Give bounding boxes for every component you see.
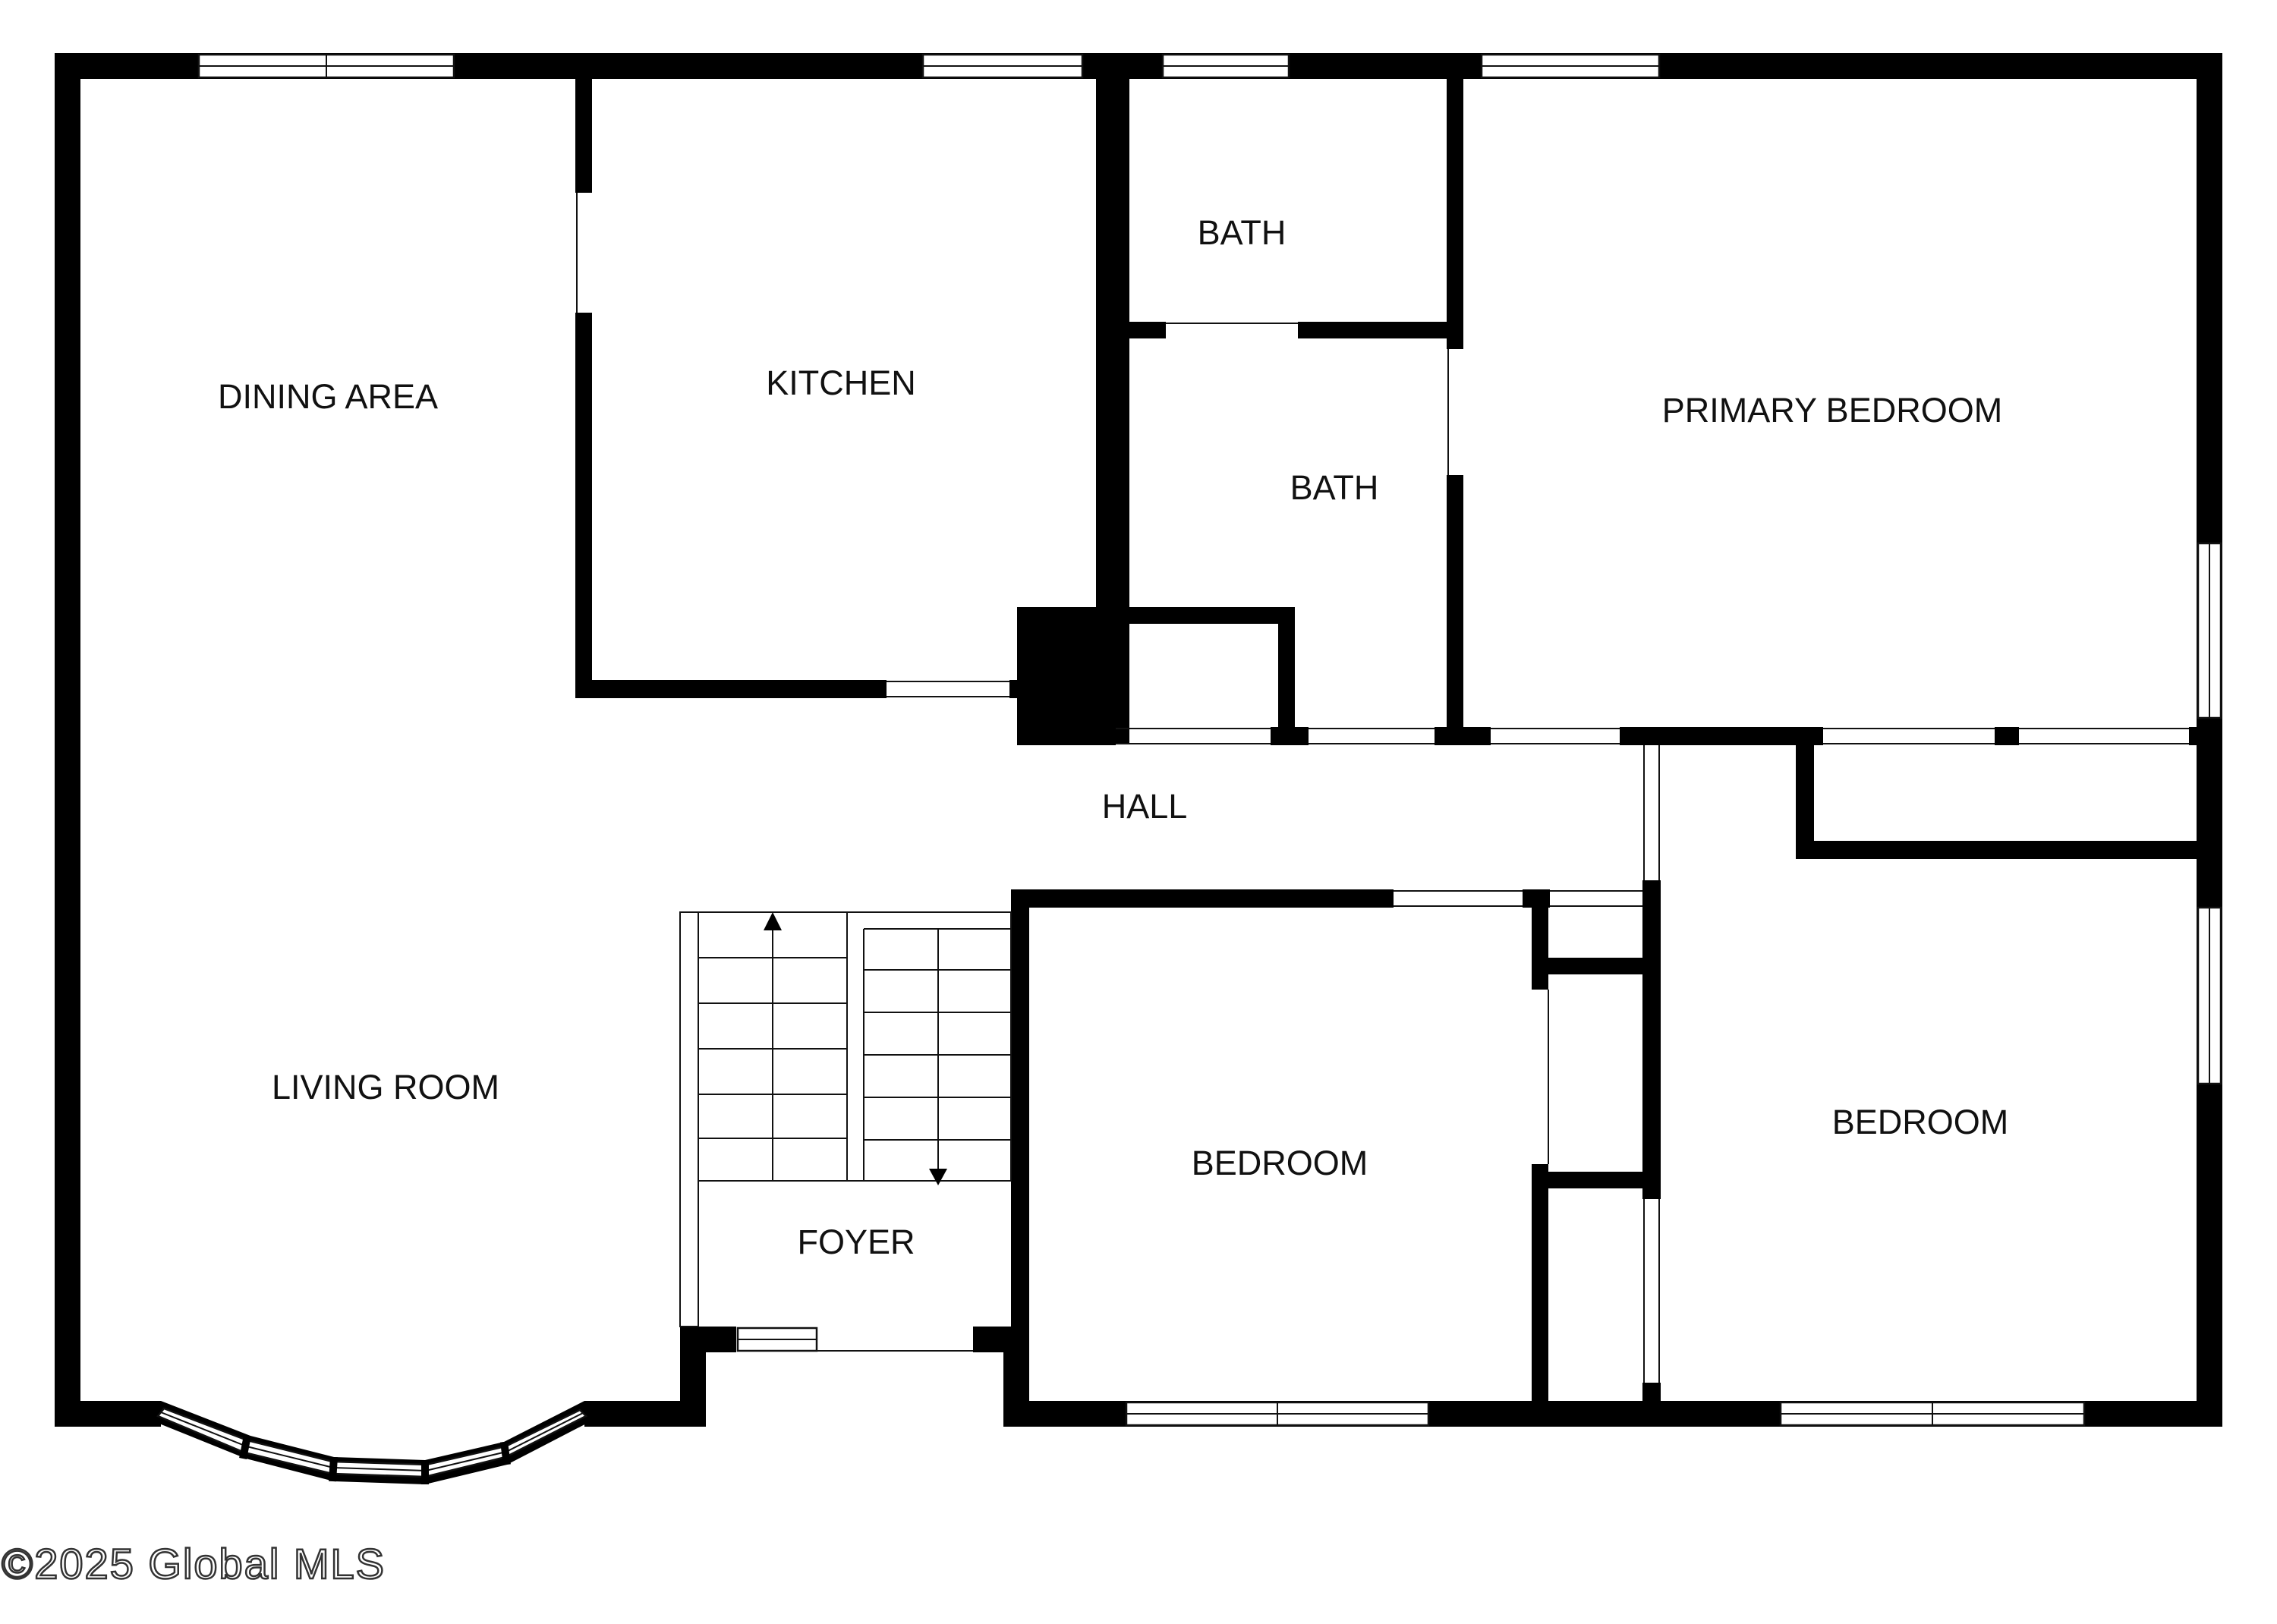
wall-bath-closet-top: [1113, 607, 1295, 624]
wall-bath-right-top: [1447, 68, 1463, 349]
wall-closet-bottom: [1796, 841, 2222, 859]
wall-bottom-left: [55, 1401, 161, 1427]
label-living-room: LIVING ROOM: [272, 1068, 499, 1106]
stair-up-arrow-icon: [764, 912, 782, 930]
label-dining-area: DINING AREA: [218, 377, 438, 416]
door-openings: [576, 193, 2189, 1383]
bay-window: [152, 1401, 592, 1484]
label-bath-lower: BATH: [1290, 468, 1379, 507]
wall-closet-left: [1796, 727, 1814, 859]
wall-kitchen-bottom: [575, 680, 887, 698]
wall-left: [55, 53, 80, 1427]
wall-closet-stack-left-b: [1532, 1164, 1548, 1427]
wall-bath-mid-a: [1113, 322, 1166, 338]
wall-bath-closet-right: [1278, 607, 1295, 745]
window-primary-top: [1480, 53, 1661, 79]
wall-kitchen-left-top: [575, 68, 592, 193]
walls: [55, 53, 2222, 1427]
stair-down-arrow-icon: [929, 1169, 947, 1185]
window-bedroom-center-bottom: [1125, 1401, 1430, 1427]
wall-closet-stack-left-a: [1532, 889, 1548, 990]
wall-bedroom-top: [1011, 889, 1394, 908]
wall-kitchen-left-bottom: [575, 313, 592, 698]
wall-bedroom-right-left-a: [1642, 880, 1661, 1199]
room-labels: DINING AREA KITCHEN BATH BATH PRIMARY BE…: [218, 213, 2008, 1261]
wall-closet-shelf-b: [1532, 1172, 1661, 1188]
label-bedroom-right: BEDROOM: [1832, 1103, 2009, 1141]
wall-hall-top-e: [1995, 727, 2019, 745]
wall-hall-top-c: [1435, 727, 1491, 745]
label-kitchen: KITCHEN: [766, 364, 916, 402]
chimney-block: [1017, 607, 1113, 745]
wall-kitchen-right: [1096, 68, 1114, 698]
wall-hall-top-a: [1017, 727, 1116, 745]
label-primary-bedroom: PRIMARY BEDROOM: [1662, 391, 2002, 430]
wall-hall-top-d: [1620, 727, 1823, 745]
label-bedroom-center: BEDROOM: [1192, 1144, 1368, 1182]
wall-hall-top-f: [2189, 727, 2222, 745]
wall-bath-divider: [1113, 68, 1129, 744]
label-hall: HALL: [1102, 787, 1188, 826]
wall-bath-right-bottom: [1447, 475, 1463, 745]
wall-hall-top-b: [1271, 727, 1309, 745]
label-foyer: FOYER: [797, 1223, 915, 1261]
window-foyer: [736, 1327, 818, 1352]
staircase: [679, 911, 1012, 1327]
wall-closet-shelf-a: [1532, 958, 1661, 974]
window-bedroom-right-side: [2197, 906, 2222, 1085]
wall-bath-mid-b: [1298, 322, 1447, 338]
window-kitchen: [921, 53, 1084, 79]
window-dining: [197, 53, 455, 79]
windows: [152, 53, 2222, 1484]
window-bedroom-right-bottom: [1779, 1401, 2086, 1427]
wall-bedroom-left: [1011, 889, 1029, 1427]
wall-foyer-bottom-a: [680, 1327, 736, 1352]
wall-bedroom-right-left-b: [1642, 1383, 1661, 1427]
label-bath-upper: BATH: [1198, 213, 1287, 252]
window-bath: [1161, 53, 1290, 79]
window-primary-right: [2197, 542, 2222, 719]
copyright-watermark: ©2025 Global MLS: [2, 1540, 386, 1588]
